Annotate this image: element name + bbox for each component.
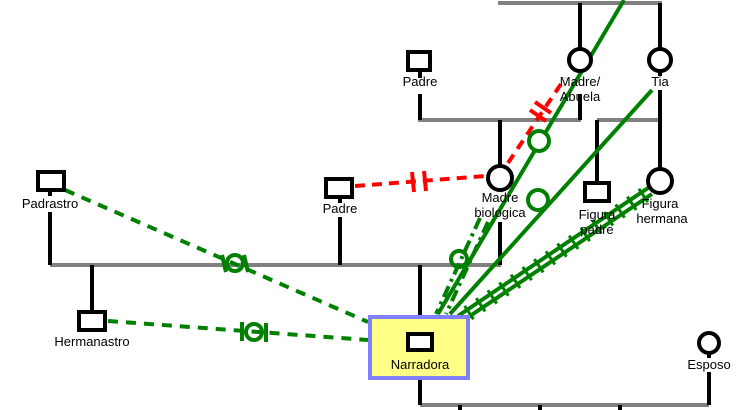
fused-tick-mark [579,227,591,242]
narradora-focus-box[interactable] [368,315,470,380]
tia-symbol[interactable] [647,47,673,73]
figura-padre-symbol[interactable] [583,181,611,203]
padre-top-symbol[interactable] [406,50,432,72]
relation-tia-narradora [448,88,654,316]
madre-abuela-symbol[interactable] [567,47,593,73]
person-labels: Padre Madre/ Abuela Tia Padrastro Padre … [22,74,731,372]
relation-madre-abuela-narradora [436,0,626,316]
fused-tick-mark [486,289,499,305]
hostile-mark [527,129,551,153]
fused-tick-mark [544,250,557,266]
fused-tick-mark [474,297,487,313]
label-padre-top: Padre [403,74,438,89]
relation-padre-madre-biologica [354,174,487,188]
label-figura-padre-2: padre [580,222,613,237]
fused-tick-mark [614,203,626,219]
label-figura-hermana-2: hermana [636,211,688,226]
label-madre-biologica-2: biologica [474,205,526,220]
hostile-mark [526,188,550,212]
cutoff-mark [410,171,416,193]
narradora-symbol[interactable] [406,332,434,352]
label-madre-abuela-2: Abuela [560,89,601,104]
person-symbols [36,47,721,355]
relation-hermanastro-narradora [107,319,369,342]
fused-tick-mark [602,211,615,227]
madre-biologica-symbol[interactable] [486,164,514,192]
relation-madre-biologica-madre-abuela [506,76,567,165]
conflict-relations [354,76,567,193]
fused-tick-mark [556,242,568,258]
green-relations [64,0,654,342]
hermanastro-symbol[interactable] [77,310,107,332]
fused-tick-mark [626,195,638,211]
fused-tick-mark [498,281,510,297]
label-madre-biologica-1: Madre [482,190,519,205]
label-figura-hermana-1: Figura [642,196,680,211]
fused-tick-mark [591,219,603,235]
esposo-symbol[interactable] [697,331,721,355]
label-hermanastro: Hermanastro [54,334,129,349]
fused-tick-mark [567,234,580,250]
figura-hermana-symbol[interactable] [646,167,674,195]
label-figura-padre-1: Figura [579,207,617,222]
fused-tick-mark [509,273,522,289]
hostile-mark [449,249,469,269]
fused-tick-mark [533,258,545,274]
label-padre: Padre [323,201,358,216]
cutoff-mark [533,100,553,115]
label-tia: Tia [651,74,669,89]
cutoff-mark [422,170,428,192]
label-esposo: Esposo [687,357,730,372]
fused-tick-mark [521,266,533,282]
fused-tick-mark [637,187,650,203]
relation-padrastro-narradora [64,188,369,324]
hostile-mark [225,253,245,273]
padrastro-symbol[interactable] [36,170,66,192]
hostile-mark [244,322,264,342]
label-madre-abuela-1: Madre/ [560,74,601,89]
fused-ticks [463,187,650,321]
cutoff-mark [528,108,548,123]
label-narradora: Narradora [391,357,450,372]
bond-lines [50,1,709,407]
fused-tick-mark [463,305,475,321]
label-padrastro: Padrastro [22,196,78,211]
padre-symbol[interactable] [324,177,354,199]
